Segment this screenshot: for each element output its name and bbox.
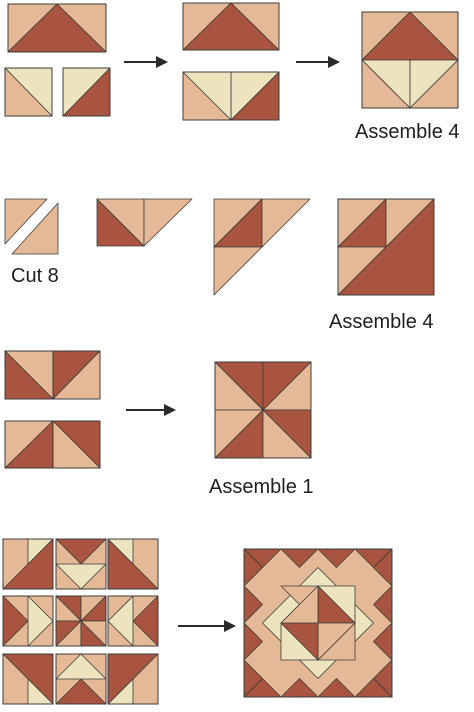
hst-triangle — [261, 198, 311, 248]
unit-outline — [52, 420, 101, 469]
unit-outline — [7, 3, 107, 53]
unit-outline — [4, 67, 53, 117]
unit-outline — [337, 198, 435, 296]
unit-outline — [107, 653, 159, 705]
unit-outline — [55, 653, 107, 705]
arrow-head — [156, 56, 168, 68]
cut-triangle — [4, 198, 48, 245]
assemble-4-label: Assemble 4 — [355, 121, 460, 143]
arrow-head — [224, 620, 236, 632]
cut-triangle — [11, 202, 59, 255]
cut-8-label: Cut 8 — [11, 265, 59, 287]
unit-outline — [107, 538, 159, 590]
assemble-4-label-2: Assemble 4 — [329, 311, 434, 333]
unit-outline — [182, 71, 280, 121]
flying-geese-step — [4, 2, 459, 121]
unit-outline — [52, 350, 101, 400]
unit-outline — [182, 2, 280, 51]
final-block-step — [2, 538, 393, 705]
unit-outline — [243, 548, 393, 698]
block-patch — [280, 585, 319, 624]
assemble-1-label: Assemble 1 — [209, 476, 314, 498]
unit-outline — [2, 595, 54, 647]
unit-outline — [361, 11, 459, 109]
unit-outline — [107, 595, 159, 647]
pinwheel-step — [4, 350, 312, 469]
arrow-head — [164, 404, 176, 416]
unit-outline — [2, 538, 54, 590]
unit-outline — [62, 67, 111, 117]
unit-outline — [2, 653, 54, 705]
hst-step — [4, 198, 435, 296]
unit-outline — [55, 538, 107, 590]
hst-triangle — [213, 246, 263, 296]
unit-outline — [214, 361, 312, 459]
hst-triangle — [143, 198, 193, 247]
arrow-head — [328, 56, 340, 68]
unit-outline — [55, 595, 107, 647]
